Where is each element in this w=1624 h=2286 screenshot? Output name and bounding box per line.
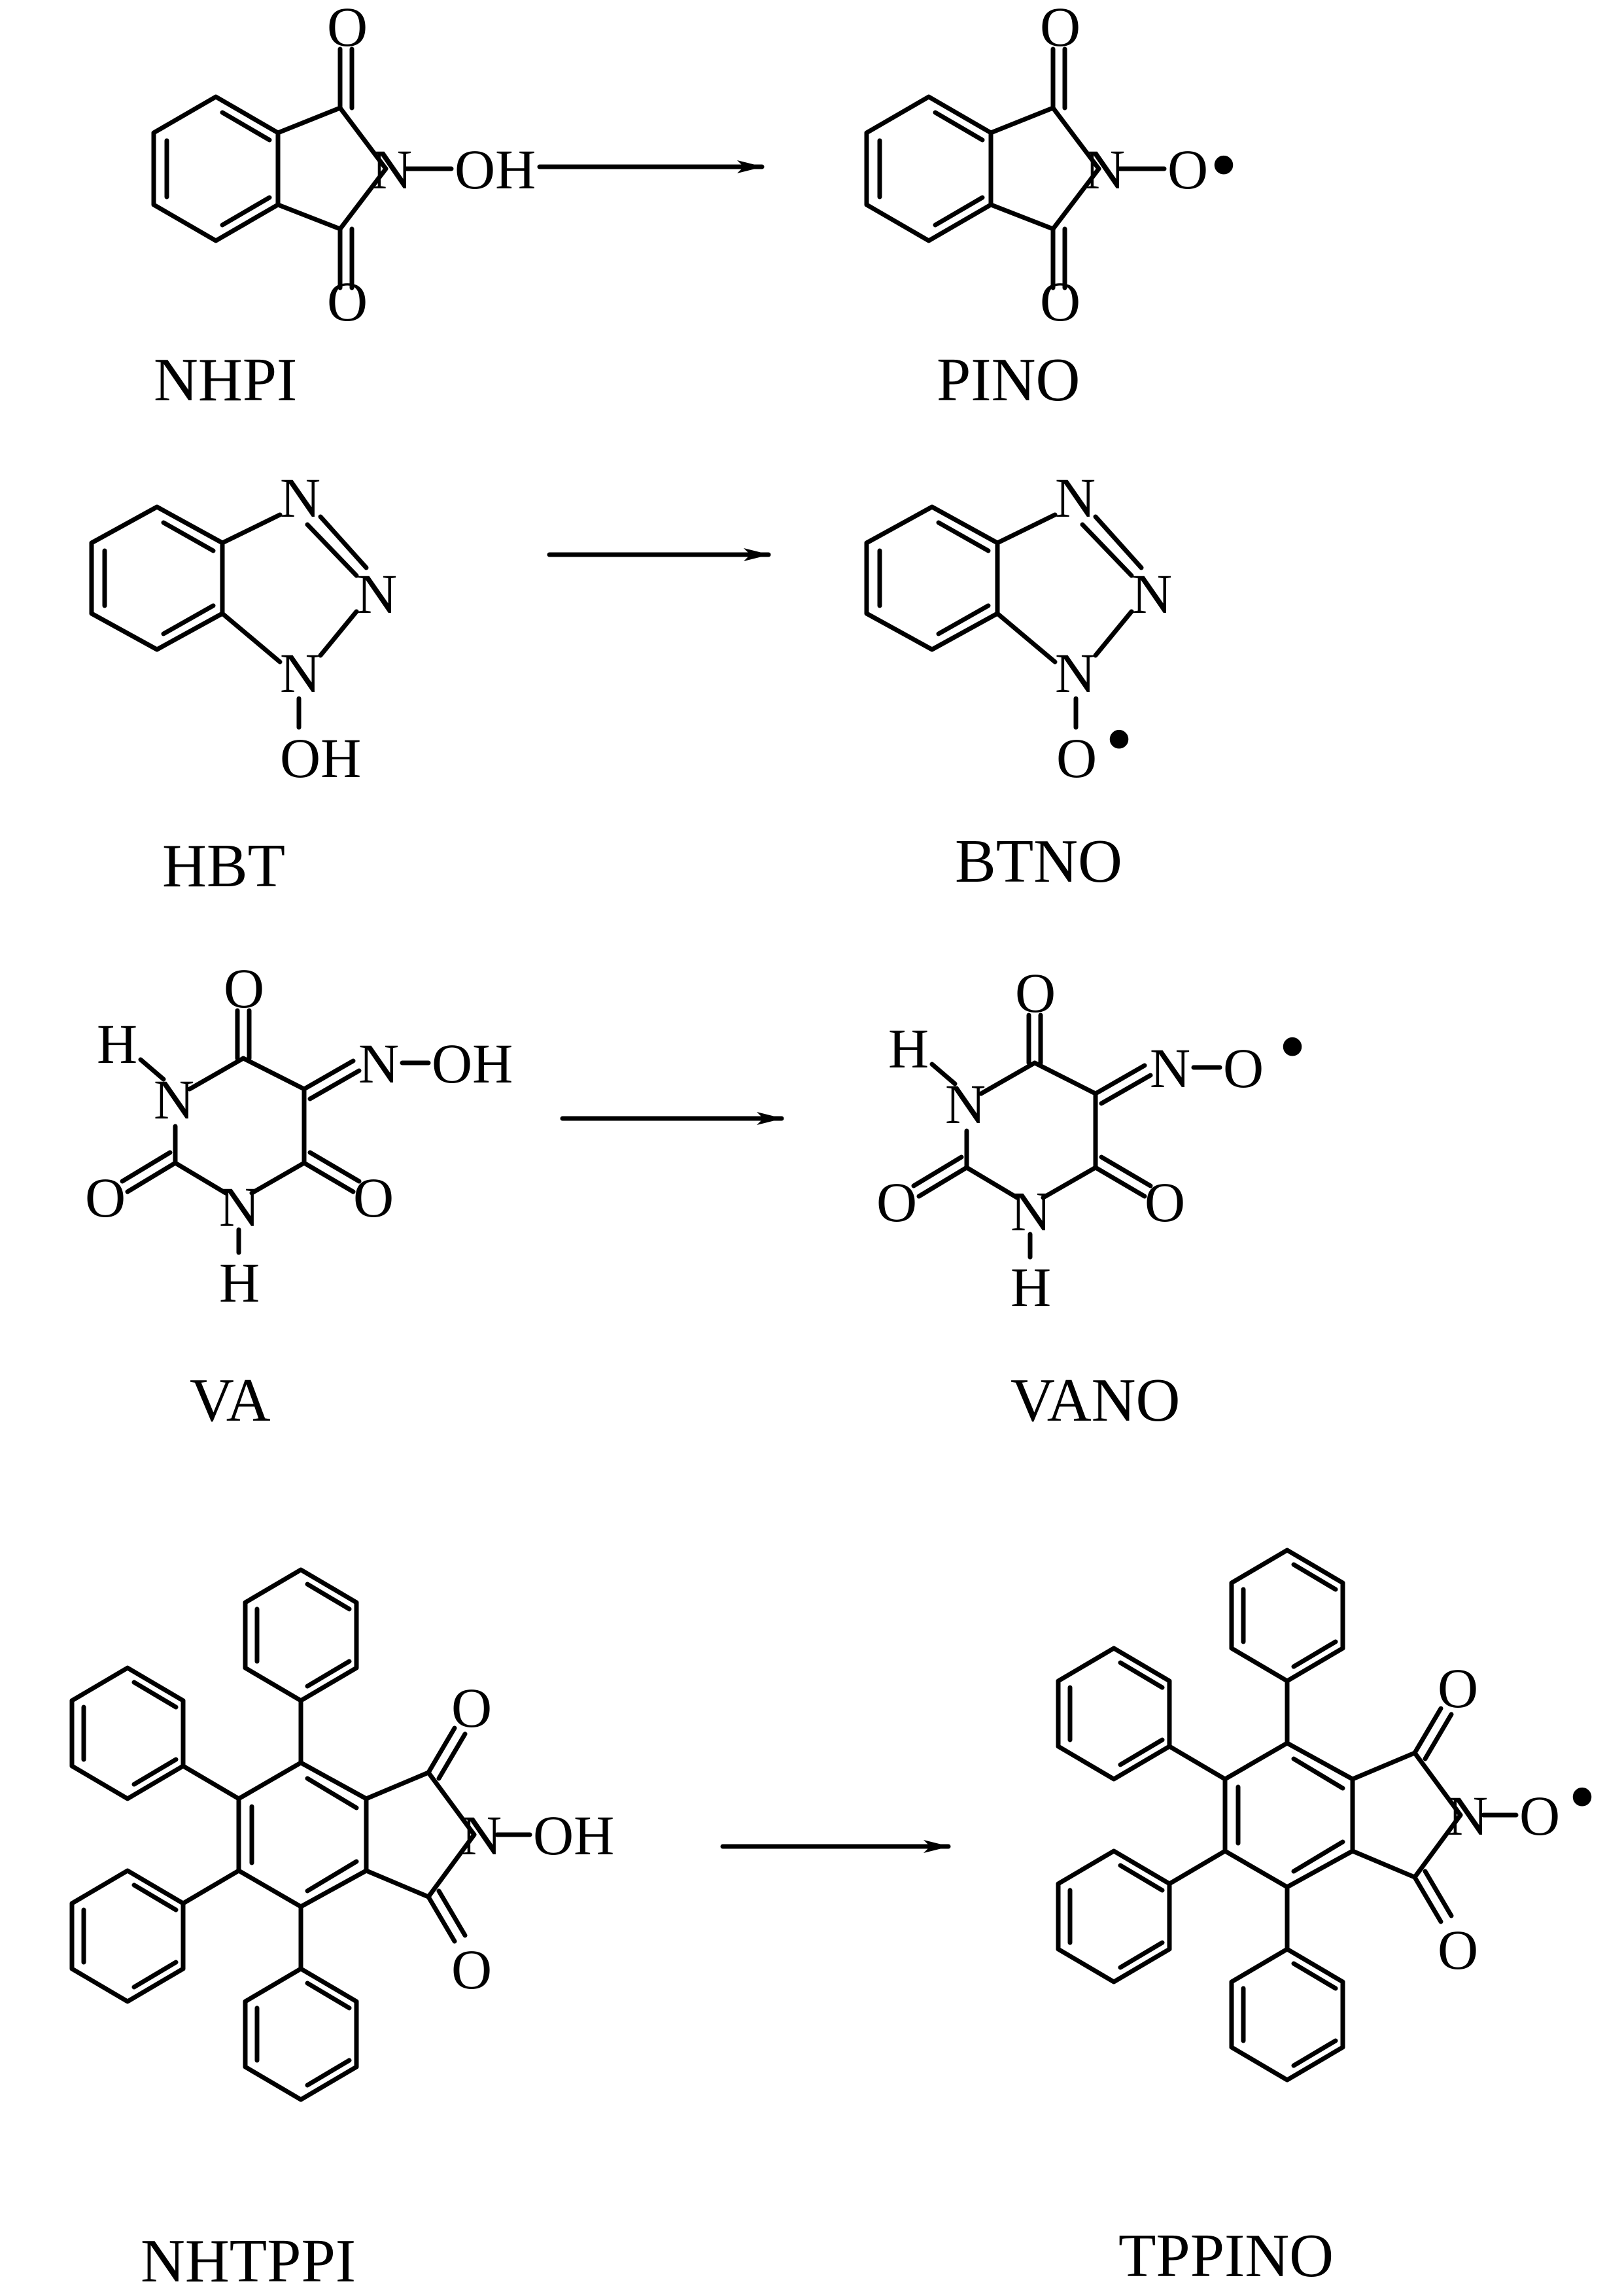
vano-hydrogen-bottom: H xyxy=(1011,1256,1051,1319)
nhpi-hydroxyl: OH xyxy=(455,138,536,201)
nhpi-label: NHPI xyxy=(154,346,297,414)
nhpi-carbonyl-oxygen-bottom: O xyxy=(327,270,368,333)
tppino-label: TPPINO xyxy=(1118,2222,1334,2286)
tppino-oxyl-oxygen: O xyxy=(1519,1784,1560,1847)
va-hydrogen-bottom: H xyxy=(219,1251,260,1314)
hbt-nitrogen-middle: N xyxy=(356,563,397,625)
vano-oxime-nitrogen: N xyxy=(1150,1037,1190,1100)
pino-carbonyl-oxygen-bottom: O xyxy=(1040,270,1080,333)
btno-molecule: N N N O • xyxy=(864,466,1172,789)
pino-oxyl-oxygen: O xyxy=(1167,138,1208,201)
va-label: VA xyxy=(190,1366,271,1434)
nhpi-molecule: O O N OH xyxy=(151,0,536,333)
btno-nitrogen-bottom: N xyxy=(1055,642,1096,704)
vano-carbonyl-oxygen-left: O xyxy=(876,1171,917,1234)
tppino-carbonyl-oxygen-top: O xyxy=(1438,1657,1478,1720)
pino-radical-dot: • xyxy=(1210,121,1237,208)
tppino-nitrogen: N xyxy=(1447,1784,1488,1847)
vano-nitrogen-bottom: N xyxy=(1011,1180,1051,1243)
vano-hydrogen-top: H xyxy=(888,1017,929,1080)
btno-label: BTNO xyxy=(955,827,1122,895)
nhpi-nitrogen: N xyxy=(371,138,412,201)
va-nitrogen-left: N xyxy=(154,1068,194,1131)
hbt-nitrogen-top: N xyxy=(280,466,320,529)
pino-carbonyl-oxygen-top: O xyxy=(1040,0,1080,58)
vano-oxyl-oxygen: O xyxy=(1223,1037,1264,1100)
hbt-nitrogen-bottom: N xyxy=(280,642,320,704)
nhtppi-carbonyl-oxygen-top: O xyxy=(451,1676,492,1739)
pino-label: PINO xyxy=(937,346,1080,414)
vano-radical-dot: • xyxy=(1279,1003,1306,1090)
tppino-radical-dot: • xyxy=(1568,1753,1596,1840)
btno-oxyl-oxygen: O xyxy=(1056,727,1097,789)
nhtppi-molecule: O O N OH xyxy=(69,1567,614,2102)
btno-nitrogen-middle: N xyxy=(1132,563,1172,625)
va-carbonyl-oxygen-top: O xyxy=(224,957,264,1020)
hbt-label: HBT xyxy=(162,832,285,900)
va-molecule: O H N N OH O O N H xyxy=(85,957,513,1314)
pino-nitrogen: N xyxy=(1084,138,1125,201)
vano-label: VANO xyxy=(1011,1366,1180,1434)
va-hydrogen-top: H xyxy=(97,1013,137,1075)
vano-carbonyl-oxygen-top: O xyxy=(1015,961,1056,1024)
hbt-molecule: N N N OH xyxy=(89,466,397,789)
nhtppi-label: NHTPPI xyxy=(141,2227,356,2286)
nhtppi-hydroxyl: OH xyxy=(533,1804,614,1867)
nhpi-carbonyl-oxygen-top: O xyxy=(327,0,368,58)
pino-molecule: O O N O • xyxy=(864,0,1237,333)
nhtppi-carbonyl-oxygen-bottom: O xyxy=(451,1938,492,2001)
tppino-molecule: O O N O • xyxy=(1056,1548,1596,2083)
va-nitrogen-bottom: N xyxy=(219,1175,260,1238)
vano-carbonyl-oxygen-right: O xyxy=(1145,1171,1185,1234)
vano-molecule: O H N N O • O O N H xyxy=(876,961,1306,1319)
vano-nitrogen-left: N xyxy=(945,1073,986,1135)
tppino-carbonyl-oxygen-bottom: O xyxy=(1438,1918,1478,1981)
va-carbonyl-oxygen-right: O xyxy=(353,1166,394,1229)
hbt-hydroxyl: OH xyxy=(280,727,361,789)
va-oxime-nitrogen: N xyxy=(358,1032,399,1095)
btno-nitrogen-top: N xyxy=(1055,466,1096,529)
nhtppi-nitrogen: N xyxy=(461,1804,502,1867)
va-carbonyl-oxygen-left: O xyxy=(85,1166,126,1229)
va-hydroxyl: OH xyxy=(432,1032,513,1095)
btno-radical-dot: • xyxy=(1105,695,1133,782)
